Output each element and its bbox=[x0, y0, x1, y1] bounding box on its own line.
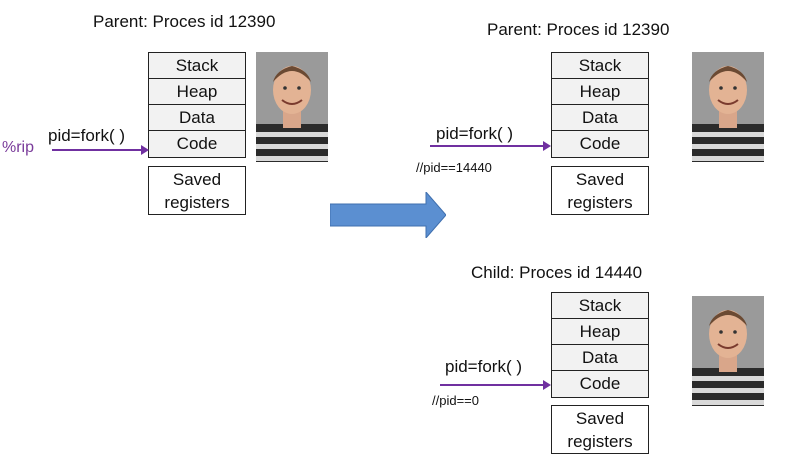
data-segment: Data bbox=[552, 345, 648, 371]
registers-line-1: Saved bbox=[172, 170, 222, 189]
parent-right-registers: Saved registers bbox=[551, 166, 649, 215]
child-title: Child: Proces id 14440 bbox=[471, 263, 643, 282]
rip-pointer-arrow bbox=[52, 145, 149, 155]
code-segment: Code bbox=[176, 134, 218, 153]
stack-segment: Stack bbox=[552, 293, 648, 319]
registers-line-2: registers bbox=[567, 193, 633, 212]
stack-segment: Stack bbox=[149, 53, 245, 79]
parent-right-code: pid=fork( ) bbox=[436, 124, 513, 143]
parent-right-pointer-arrow bbox=[430, 141, 551, 151]
person-photo-icon bbox=[692, 296, 764, 406]
data-segment: Data bbox=[552, 105, 648, 131]
heap-segment: Heap bbox=[552, 79, 648, 105]
code-segment: Code bbox=[579, 134, 621, 153]
child-pid-note: //pid==0 bbox=[432, 393, 479, 408]
person-photo-icon bbox=[692, 52, 764, 162]
heap-segment: Heap bbox=[552, 319, 648, 345]
parent-left-code: pid=fork( ) bbox=[48, 126, 125, 145]
parent-right-memory: Stack Heap Data Code bbox=[551, 52, 649, 158]
child-memory: Stack Heap Data Code bbox=[551, 292, 649, 398]
parent-right-title: Parent: Proces id 12390 bbox=[487, 20, 670, 39]
code-segment: Code bbox=[579, 374, 621, 393]
child-code: pid=fork( ) bbox=[445, 357, 522, 376]
heap-segment: Heap bbox=[149, 79, 245, 105]
transition-arrow-icon bbox=[330, 192, 446, 238]
parent-left-memory: Stack Heap Data Code bbox=[148, 52, 246, 158]
rip-label: %rip bbox=[2, 139, 35, 156]
child-registers: Saved registers bbox=[551, 405, 649, 454]
registers-line-1: Saved bbox=[575, 170, 625, 189]
registers-line-2: registers bbox=[164, 193, 230, 212]
parent-left-registers: Saved registers bbox=[148, 166, 246, 215]
registers-line-1: Saved bbox=[575, 409, 625, 428]
parent-left-title: Parent: Proces id 12390 bbox=[93, 12, 276, 31]
registers-line-2: registers bbox=[567, 432, 633, 451]
child-pointer-arrow bbox=[440, 380, 551, 390]
parent-right-pid-note: //pid==14440 bbox=[416, 160, 492, 175]
person-photo-icon bbox=[256, 52, 328, 162]
data-segment: Data bbox=[149, 105, 245, 131]
stack-segment: Stack bbox=[552, 53, 648, 79]
